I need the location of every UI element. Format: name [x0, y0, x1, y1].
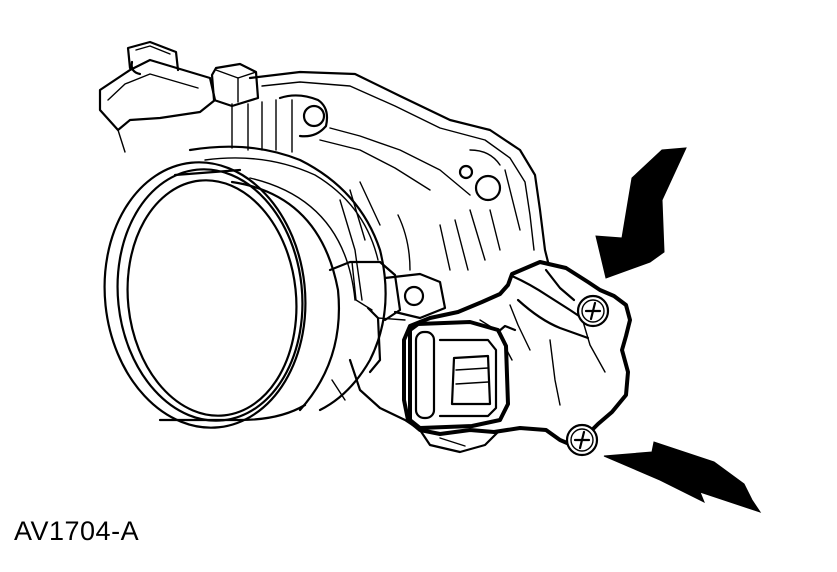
throttle-body-icon [98, 40, 552, 454]
mounting-screw-icon [565, 423, 599, 457]
figure-code-label: AV1704-A [14, 516, 140, 546]
throttle-position-sensor-icon [402, 260, 632, 448]
mounting-screw-icon [576, 294, 610, 328]
arrow-icon [603, 441, 762, 513]
arrow-icon [595, 147, 687, 279]
